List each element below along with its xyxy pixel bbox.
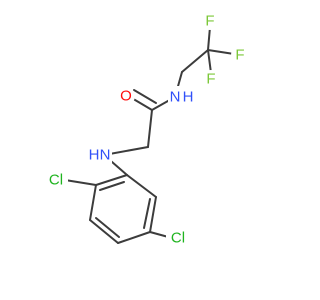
atom-oxygen: O (117, 87, 135, 105)
bond-c-f-top (207, 26, 211, 51)
bond-ch2-cf3 (181, 49, 209, 73)
bond-carbonyl-2 (133, 89, 157, 104)
atom-cl-label: Cl (49, 172, 63, 189)
ring-bond-5-inner (143, 198, 151, 229)
ring-bond-3 (89, 219, 119, 244)
bond-c-f-lower (207, 49, 212, 74)
ring-bond-1 (95, 174, 128, 186)
atom-h-label: H (183, 89, 194, 106)
ring-bond-3-inner (95, 217, 120, 238)
atom-o-label: O (120, 88, 132, 105)
atom-f-label: F (206, 71, 215, 88)
ring-bond-5 (149, 196, 157, 233)
atom-chlorine-left: Cl (44, 170, 68, 190)
atom-amine-nitrogen: H N (88, 144, 112, 166)
bond-c-f-right (207, 49, 235, 55)
atom-f-label: F (235, 47, 244, 64)
atom-n-label: N (100, 147, 111, 164)
atom-h-label: H (89, 147, 100, 164)
bond-c-cl-left (64, 179, 97, 186)
atom-labels: O N H F F F H N Cl C (44, 12, 249, 248)
atom-n-label: N (170, 89, 181, 106)
ring-bond-6 (126, 174, 157, 198)
ring-bond-2 (89, 184, 97, 221)
atom-cl-label: Cl (171, 230, 185, 247)
bonds (64, 26, 235, 244)
atom-chlorine-right: Cl (166, 228, 190, 248)
atom-fluorine-right: F (231, 46, 249, 64)
molecule-structure: O N H F F F H N Cl C (44, 12, 249, 248)
ring-bond-1-inner (99, 181, 125, 191)
atom-amide-nitrogen: N H (168, 86, 194, 108)
atom-fluorine-top: F (201, 12, 219, 30)
atom-fluorine-lower: F (202, 70, 220, 88)
ring-bond-4 (117, 231, 151, 244)
bond-co-ch2 (147, 109, 153, 148)
atom-f-label: F (205, 13, 214, 30)
